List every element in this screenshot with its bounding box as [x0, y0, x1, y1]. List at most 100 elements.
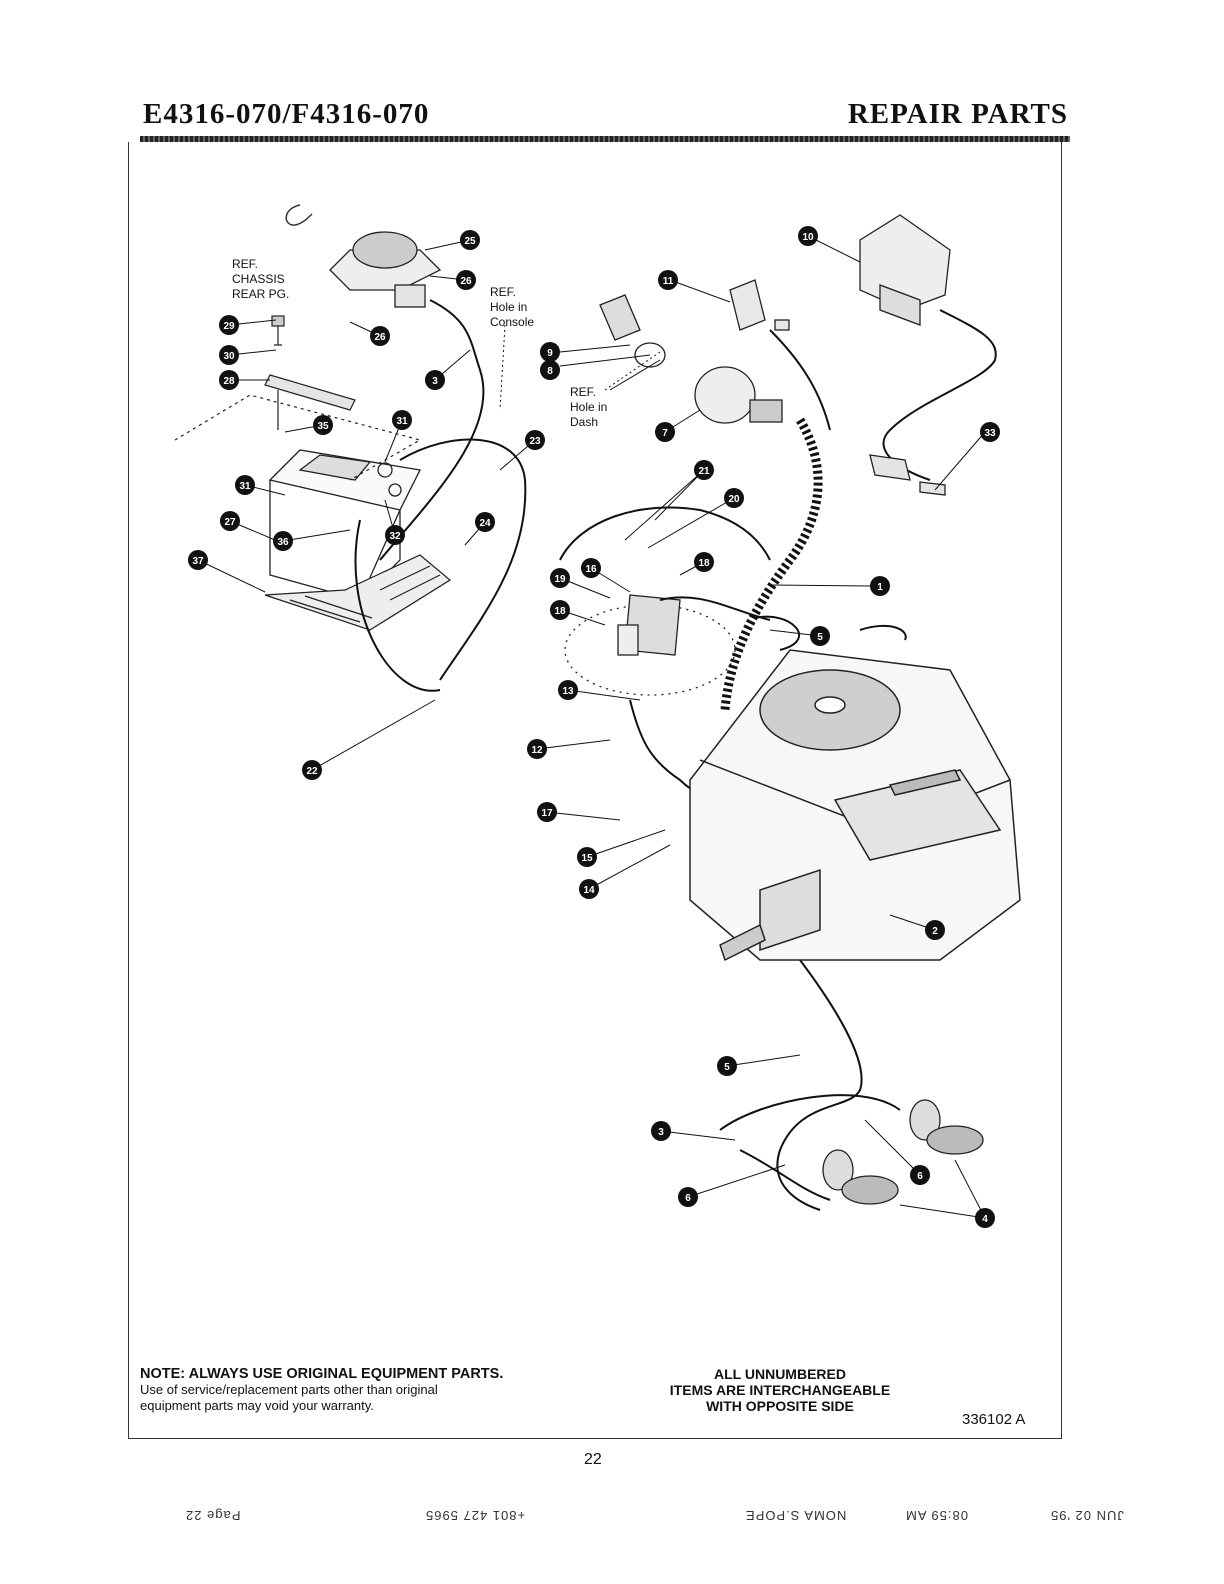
- starter-solenoid: [564, 594, 736, 696]
- svg-text:13: 13: [562, 686, 574, 697]
- engine: [689, 649, 1021, 962]
- svg-text:37: 37: [192, 556, 204, 567]
- callout-13: 13: [558, 680, 578, 700]
- callout-10: 10: [798, 226, 818, 246]
- svg-text:31: 31: [239, 481, 251, 492]
- callout-36: 36: [273, 531, 293, 551]
- callout-19: 19: [550, 568, 570, 588]
- ref-console-line1: REF.: [490, 285, 516, 299]
- ref-chassis-line2: CHASSIS: [232, 272, 285, 286]
- svg-text:7: 7: [662, 428, 668, 439]
- note-title: NOTE: ALWAYS USE ORIGINAL EQUIPMENT PART…: [140, 1366, 504, 1382]
- svg-text:6: 6: [917, 1171, 923, 1182]
- battery: [268, 449, 421, 601]
- callout-21: 21: [694, 460, 714, 480]
- callouts: 25 26 26 29 30 28 35 31 31 27 37 36 32 3…: [188, 226, 1000, 1228]
- ref-chassis-line1: REF.: [232, 257, 258, 271]
- callout-28: 28: [219, 370, 239, 390]
- figure-id: 336102 A: [962, 1411, 1026, 1428]
- callout-8: 8: [540, 360, 560, 380]
- svg-text:3: 3: [432, 376, 438, 387]
- callout-24: 24: [475, 512, 495, 532]
- callout-26: 26: [456, 270, 476, 290]
- callout-5: 5: [810, 626, 830, 646]
- svg-text:31: 31: [396, 416, 408, 427]
- callout-30: 30: [219, 345, 239, 365]
- light-switch: [599, 294, 666, 368]
- svg-text:4: 4: [982, 1214, 988, 1225]
- svg-text:26: 26: [374, 332, 386, 343]
- callout-14: 14: [579, 879, 599, 899]
- callout-12: 12: [527, 739, 547, 759]
- svg-text:8: 8: [547, 366, 553, 377]
- callout-25: 25: [460, 230, 480, 250]
- fax-sender: NOMA S.POPE: [745, 1508, 847, 1523]
- callout-4: 4: [975, 1208, 995, 1228]
- diagram-frame: [128, 142, 1062, 1439]
- callout-3: 3: [425, 370, 445, 390]
- svg-text:15: 15: [581, 853, 593, 864]
- svg-text:5: 5: [817, 632, 823, 643]
- callout-33: 33: [980, 422, 1000, 442]
- callout-3: 3: [651, 1121, 671, 1141]
- fax-page: Page 22: [185, 1508, 241, 1523]
- svg-text:18: 18: [698, 558, 710, 569]
- callout-17: 17: [537, 802, 557, 822]
- callout-32: 32: [385, 525, 405, 545]
- svg-text:3: 3: [658, 1127, 664, 1138]
- fax-phone: +801 427 5965: [425, 1508, 526, 1523]
- callout-31: 31: [392, 410, 412, 430]
- callout-23: 23: [525, 430, 545, 450]
- svg-text:17: 17: [541, 808, 553, 819]
- handwritten-mark: [285, 204, 313, 226]
- svg-text:5: 5: [724, 1062, 730, 1073]
- svg-text:10: 10: [802, 232, 814, 243]
- svg-text:33: 33: [984, 428, 996, 439]
- ref-console-line3: Console: [490, 315, 534, 329]
- svg-text:25: 25: [464, 236, 476, 247]
- callout-2: 2: [925, 920, 945, 940]
- callout-20: 20: [724, 488, 744, 508]
- svg-text:6: 6: [685, 1193, 691, 1204]
- callout-27: 27: [220, 511, 240, 531]
- fax-date: JUN 02 '95: [1050, 1508, 1124, 1523]
- key-switch: [729, 279, 790, 331]
- ref-console-line2: Hole in: [490, 300, 527, 314]
- svg-text:11: 11: [663, 276, 674, 287]
- callout-18: 18: [694, 552, 714, 572]
- wire-harness: [720, 417, 823, 711]
- svg-text:9: 9: [547, 348, 553, 359]
- model-number: E4316-070/F4316-070: [143, 98, 430, 130]
- warranty-note: NOTE: ALWAYS USE ORIGINAL EQUIPMENT PART…: [140, 1366, 503, 1414]
- svg-text:26: 26: [460, 276, 472, 287]
- callout-29: 29: [219, 315, 239, 335]
- callout-18: 18: [550, 600, 570, 620]
- callout-35: 35: [313, 415, 333, 435]
- svg-text:12: 12: [531, 745, 543, 756]
- callout-16: 16: [581, 558, 601, 578]
- voltage-regulator: [859, 214, 951, 326]
- svg-text:1: 1: [877, 582, 883, 593]
- seat-switch: [329, 231, 442, 308]
- svg-text:32: 32: [389, 531, 401, 542]
- svg-text:19: 19: [554, 574, 566, 585]
- svg-text:21: 21: [698, 466, 710, 477]
- callout-6: 6: [678, 1187, 698, 1207]
- svg-text:14: 14: [583, 885, 595, 896]
- svg-text:20: 20: [728, 494, 740, 505]
- callout-7: 7: [655, 422, 675, 442]
- interchange-line-3: WITH OPPOSITE SIDE: [706, 1398, 854, 1414]
- ref-dash-line2: Hole in: [570, 400, 607, 414]
- callout-11: 11: [658, 270, 678, 290]
- callout-6: 6: [910, 1165, 930, 1185]
- fax-time: 08:59 AM: [905, 1508, 968, 1523]
- fuse-holder: [869, 454, 946, 496]
- callout-37: 37: [188, 550, 208, 570]
- svg-text:16: 16: [585, 564, 597, 575]
- callout-9: 9: [540, 342, 560, 362]
- interchange-note: ALL UNNUMBERED ITEMS ARE INTERCHANGEABLE…: [630, 1366, 930, 1414]
- interchange-line-1: ALL UNNUMBERED: [714, 1366, 846, 1382]
- svg-text:36: 36: [277, 537, 289, 548]
- callout-15: 15: [577, 847, 597, 867]
